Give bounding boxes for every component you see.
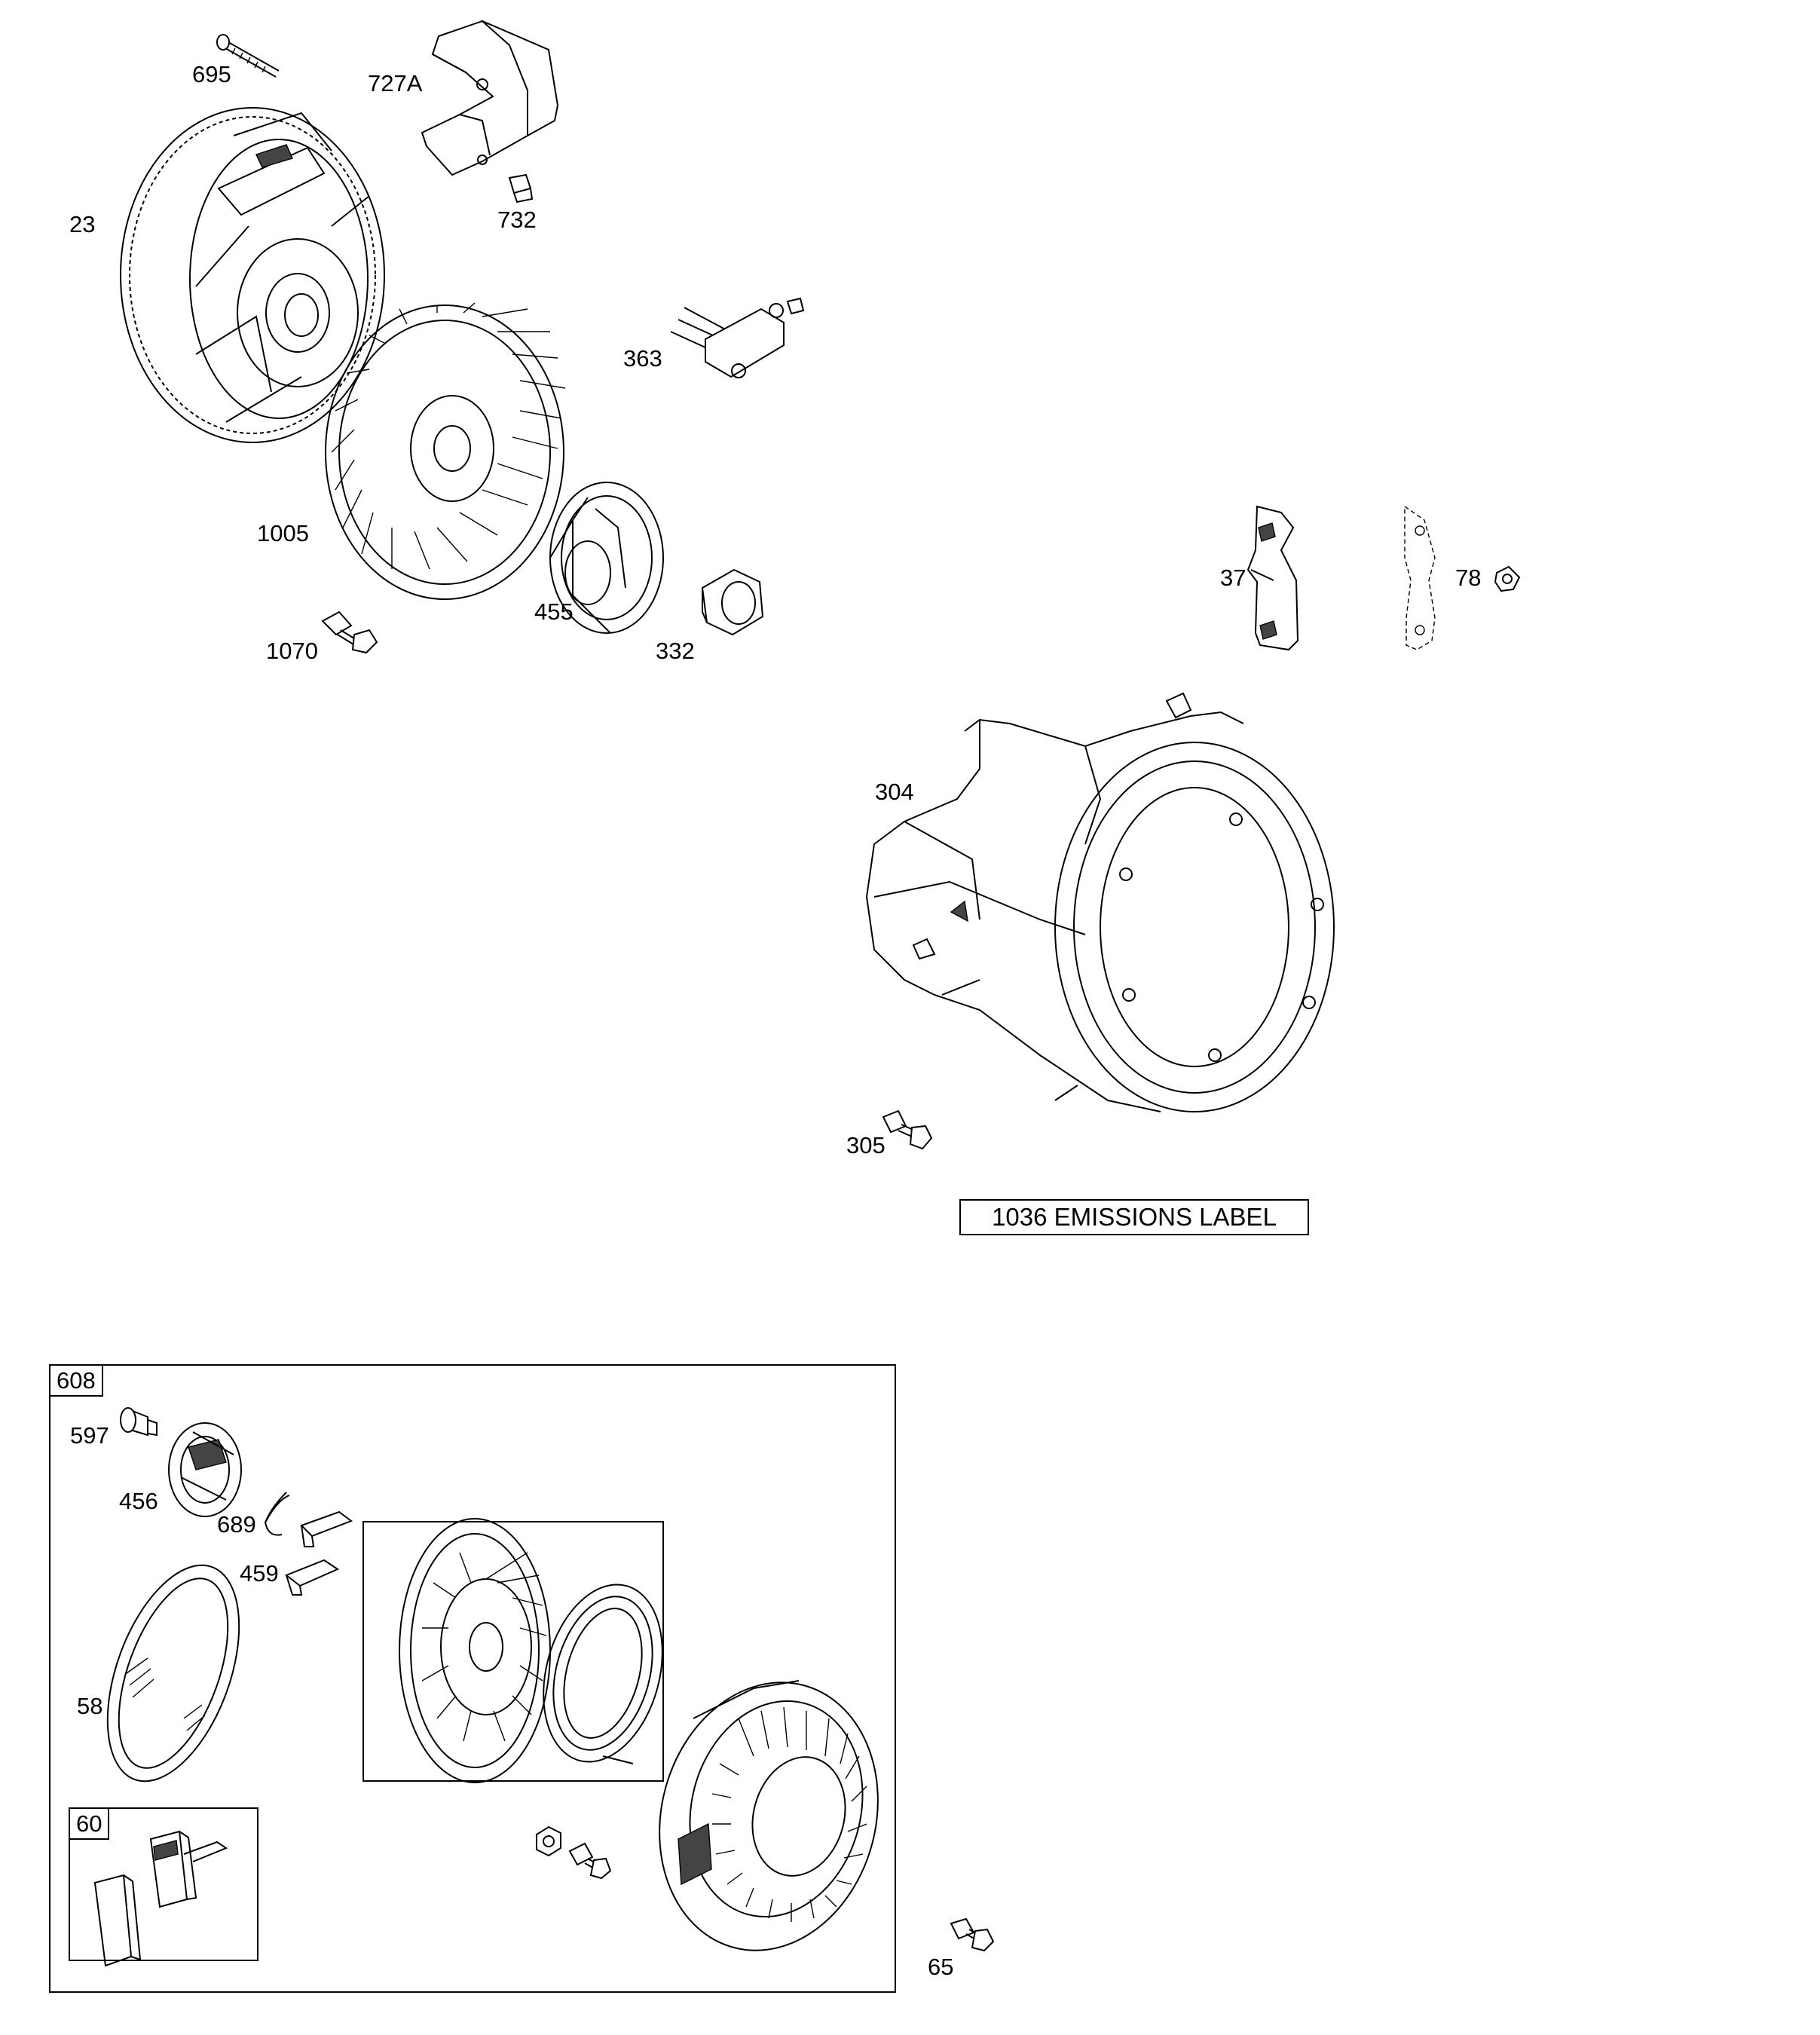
- reel-subassembly-frame: [362, 1521, 664, 1782]
- callout-689: 689: [217, 1511, 256, 1538]
- callout-695: 695: [192, 61, 231, 87]
- part-727a-shield: [421, 20, 559, 176]
- callout-727a: 727A: [368, 70, 423, 96]
- part-459-dogs: [285, 1510, 353, 1596]
- callout-60: 60: [69, 1807, 110, 1840]
- part-305-screw: [882, 1109, 933, 1150]
- callout-37: 37: [1220, 565, 1246, 591]
- callout-597: 597: [70, 1422, 109, 1449]
- part-304-blower-housing: [865, 692, 1335, 1112]
- part-455-cup: [549, 482, 664, 634]
- part-78-screw: [1494, 565, 1521, 592]
- part-732-screw: [508, 173, 534, 204]
- callout-459: 459: [240, 1560, 279, 1587]
- part-332-nut: [701, 568, 764, 636]
- callout-58: 58: [77, 1693, 103, 1719]
- callout-1005: 1005: [257, 520, 309, 546]
- part-starter-cover: [659, 1680, 879, 1951]
- part-recoil-spring: [543, 1584, 663, 1764]
- part-23-flywheel: [120, 107, 385, 443]
- part-37-plate: [1246, 505, 1299, 651]
- callout-1070: 1070: [266, 638, 318, 664]
- part-65-screw: [950, 1917, 995, 1952]
- part-1070-bolt: [321, 610, 378, 654]
- callout-78: 78: [1455, 565, 1482, 591]
- part-1005-fan: [325, 302, 566, 600]
- part-cover-nut: [536, 1825, 561, 1857]
- callout-332: 332: [656, 638, 695, 664]
- callout-305: 305: [846, 1132, 886, 1158]
- callout-363: 363: [623, 345, 662, 372]
- callout-456: 456: [119, 1488, 158, 1514]
- callout-732: 732: [497, 207, 537, 233]
- callout-65: 65: [928, 1954, 954, 1980]
- kit-608-frame: [49, 1364, 896, 1993]
- part-597-screw: [120, 1407, 158, 1437]
- kit-60-frame: [69, 1807, 258, 1961]
- part-456-pulley: [168, 1422, 242, 1517]
- part-689-clip: [264, 1492, 290, 1536]
- part-cover-bolt: [568, 1842, 612, 1880]
- callout-23: 23: [69, 211, 96, 237]
- part-60-handle: [93, 1830, 228, 1967]
- callout-304: 304: [875, 779, 914, 805]
- callout-455: 455: [534, 598, 574, 625]
- part-363-bracket: [670, 297, 805, 378]
- part-695-bolt: [216, 34, 280, 78]
- emissions-label: 1036 EMISSIONS LABEL: [959, 1199, 1309, 1235]
- callout-608: 608: [49, 1364, 103, 1397]
- part-gasket-outline: [1404, 505, 1436, 650]
- part-58-spring: [106, 1564, 240, 1783]
